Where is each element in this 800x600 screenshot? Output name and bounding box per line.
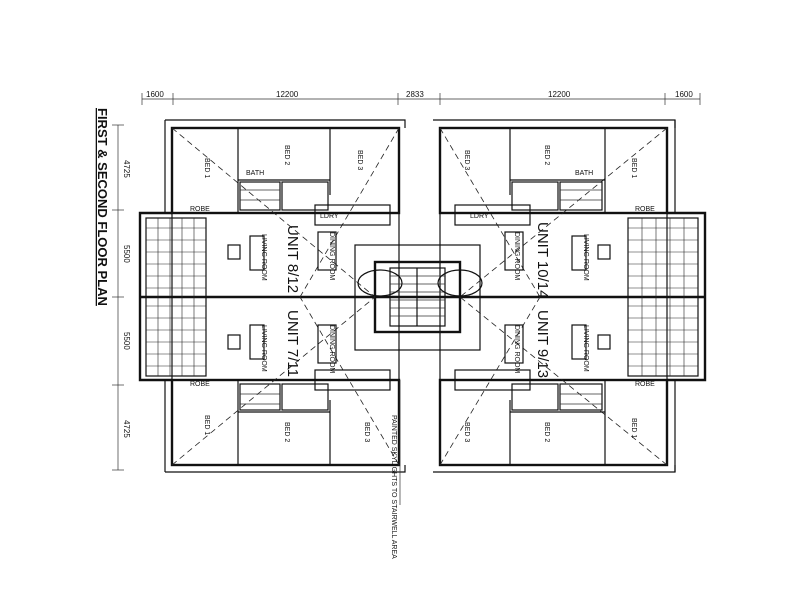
room-label: BED 2 bbox=[283, 422, 290, 442]
dim-left-0: 4725 bbox=[122, 160, 131, 178]
room-label: BED 3 bbox=[463, 422, 470, 442]
room-label: ROBE bbox=[190, 381, 210, 388]
room-label: LDRY bbox=[470, 213, 489, 220]
unit-label-bottom-right: UNIT 9/13 bbox=[534, 310, 551, 378]
room-label: ROBE bbox=[635, 206, 655, 213]
room-label: BED 2 bbox=[283, 145, 290, 165]
dim-left-2: 5500 bbox=[122, 332, 131, 350]
left-dimension-line: 4725 5500 5500 4725 bbox=[112, 124, 131, 471]
stair-core bbox=[354, 244, 481, 351]
room-label: LIVING ROOM bbox=[260, 234, 267, 281]
room-label: DINING ROOM bbox=[328, 232, 335, 280]
unit-label-bottom-left: UNIT 7/11 bbox=[284, 310, 301, 377]
dim-top-3: 12200 bbox=[548, 90, 571, 99]
room-label: BED 3 bbox=[463, 150, 470, 170]
unit-bottom-left-rooms bbox=[237, 369, 391, 465]
balcony-left bbox=[145, 217, 207, 377]
room-label: BED 3 bbox=[363, 422, 370, 442]
furniture bbox=[227, 231, 611, 364]
dim-top-0: 1600 bbox=[146, 90, 164, 99]
room-label: BED 1 bbox=[203, 158, 210, 178]
room-label: LDRY bbox=[320, 213, 339, 220]
room-label: ROBE bbox=[635, 381, 655, 388]
room-label: BED 1 bbox=[630, 158, 637, 178]
dim-left-1: 5500 bbox=[122, 245, 131, 263]
room-labels: BED 1 BED 2 BED 3 DINING ROOM LIVING ROO… bbox=[190, 145, 655, 442]
skylight-note: PAINTED SKYLIGHTS TO STAIRWELL AREA bbox=[390, 415, 397, 559]
unit-label-top-right: UNIT 10/14 bbox=[534, 222, 551, 298]
room-label: DINING ROOM bbox=[513, 232, 520, 280]
unit-label-top-left: UNIT 8/12 bbox=[284, 225, 301, 293]
room-label: LIVING ROOM bbox=[582, 325, 589, 372]
room-label: DINING ROOM bbox=[328, 325, 335, 373]
dim-top-4: 1600 bbox=[675, 90, 693, 99]
room-label: BED 3 bbox=[356, 150, 363, 170]
room-label: BED 1 bbox=[203, 415, 210, 435]
room-label: LIVING ROOM bbox=[582, 234, 589, 281]
unit-top-right-rooms bbox=[454, 128, 606, 226]
room-label: ROBE bbox=[190, 206, 210, 213]
top-dimension-line: 1600 12200 2833 12200 1600 bbox=[141, 90, 701, 105]
unit-top-left-rooms bbox=[237, 128, 391, 226]
room-label: BED 2 bbox=[543, 145, 550, 165]
room-label: BATH bbox=[246, 170, 264, 177]
room-label: DINING ROOM bbox=[513, 325, 520, 373]
balcony-right bbox=[627, 217, 699, 377]
room-label: BATH bbox=[575, 170, 593, 177]
dim-left-3: 4725 bbox=[122, 420, 131, 438]
unit-bottom-right-rooms bbox=[454, 369, 606, 465]
room-label: BED 1 bbox=[630, 418, 637, 438]
dim-top-1: 12200 bbox=[276, 90, 299, 99]
room-label: LIVING ROOM bbox=[260, 325, 267, 372]
outer-walls bbox=[138, 119, 707, 473]
dim-top-2: 2833 bbox=[406, 90, 424, 99]
plan-title: FIRST & SECOND FLOOR PLAN bbox=[95, 108, 110, 306]
room-label: BED 2 bbox=[543, 422, 550, 442]
